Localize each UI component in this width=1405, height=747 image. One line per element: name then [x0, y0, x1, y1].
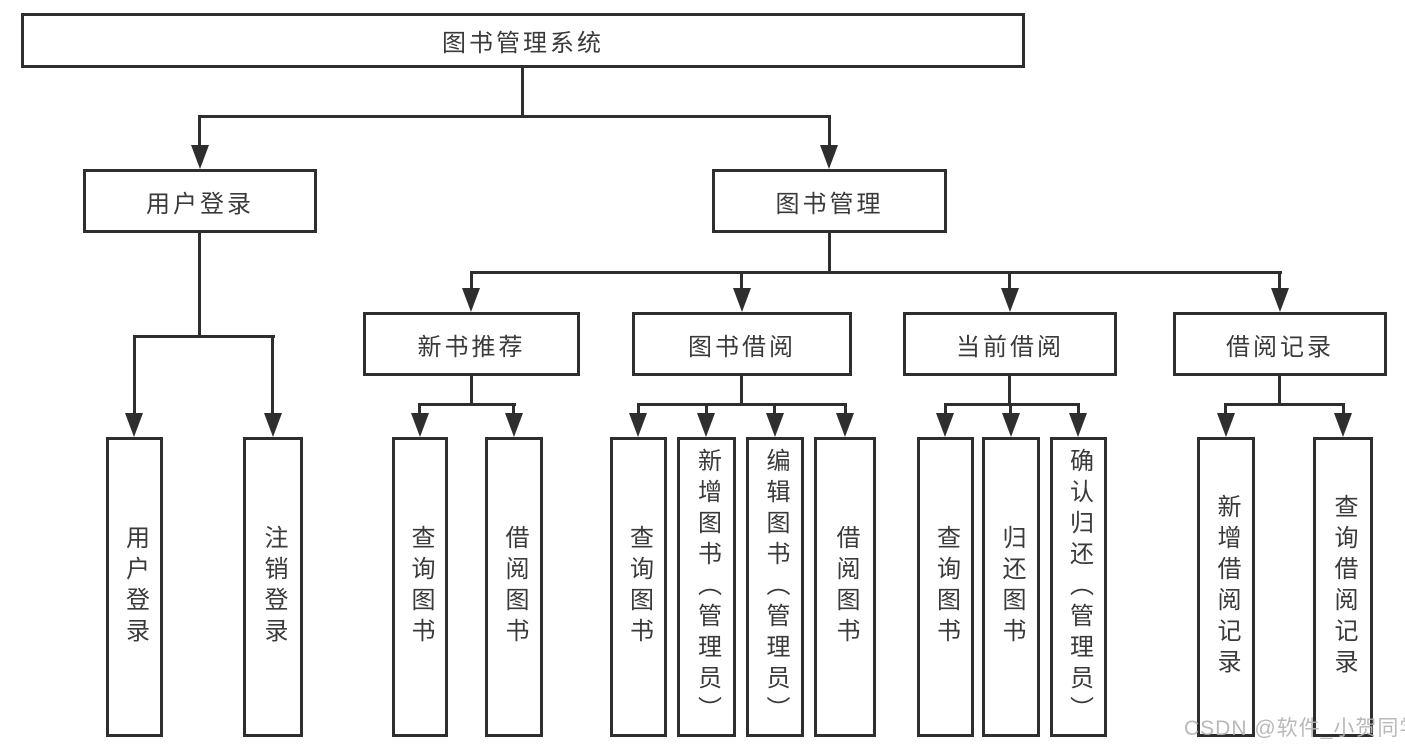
connector-rail	[1224, 403, 1345, 406]
connector-rail	[418, 403, 516, 406]
leaf-confirm-return-admin: 确认归还（管理员）	[1050, 437, 1107, 737]
leaf-add-book-admin: 新增图书（管理员）	[677, 437, 736, 737]
connector-drop-leaf	[512, 403, 515, 415]
arrow-down-icon	[733, 288, 751, 312]
node-library-management-system: 图书管理系统	[21, 13, 1025, 68]
arrow-down-icon	[411, 413, 429, 437]
connector-drop-leaf	[844, 403, 847, 415]
arrow-down-icon	[462, 288, 480, 312]
node-borrow-records: 借阅记录	[1173, 312, 1387, 376]
arrow-down-icon	[936, 413, 954, 437]
leaf-user-login: 用户登录	[106, 437, 163, 737]
leaf-query-books-borrow: 查询图书	[610, 437, 667, 737]
connector-drop-user-login	[198, 115, 201, 147]
connector-drop-borrow-records	[1278, 271, 1281, 291]
connector-drop-leaf	[133, 335, 136, 415]
leaf-query-books-recommend: 查询图书	[392, 437, 448, 737]
arrow-down-icon	[125, 413, 143, 437]
leaf-borrow-books: 借阅图书	[814, 437, 876, 737]
connector-drop-leaf	[1342, 403, 1345, 415]
arrow-down-icon	[191, 145, 209, 169]
arrow-down-icon	[264, 413, 282, 437]
arrow-down-icon	[1069, 413, 1087, 437]
node-new-book-recommend: 新书推荐	[363, 312, 580, 376]
arrow-down-icon	[1001, 288, 1019, 312]
connector-drop-leaf	[271, 335, 274, 415]
connector-stem	[470, 376, 473, 405]
connector-stem	[1008, 376, 1011, 405]
leaf-add-borrow-record: 新增借阅记录	[1197, 437, 1255, 737]
connector-rail	[637, 403, 847, 406]
connector-rail	[944, 403, 1080, 406]
leaf-query-borrow-record: 查询借阅记录	[1313, 437, 1373, 737]
csdn-watermark: CSDN @软件_小贺同学	[1184, 717, 1405, 740]
connector-level3-rail	[470, 271, 1282, 274]
connector-book-management-stem	[828, 233, 831, 274]
connector-drop-leaf	[705, 403, 708, 415]
leaf-return-book: 归还图书	[982, 437, 1040, 737]
connector-drop-leaf	[773, 403, 776, 415]
connector-drop-book-borrow	[740, 271, 743, 291]
leaf-borrow-books-recommend: 借阅图书	[485, 437, 543, 737]
node-book-management: 图书管理	[712, 169, 947, 233]
connector-drop-new-book	[470, 271, 473, 291]
node-current-borrow: 当前借阅	[903, 312, 1117, 376]
arrow-down-icon	[1002, 413, 1020, 437]
arrow-down-icon	[1334, 413, 1352, 437]
arrow-down-icon	[1217, 413, 1235, 437]
arrow-down-icon	[629, 413, 647, 437]
connector-user-login-rail	[133, 335, 275, 338]
arrow-down-icon	[697, 413, 715, 437]
arrow-down-icon	[505, 413, 523, 437]
connector-level2-rail	[198, 115, 831, 118]
node-book-borrow: 图书借阅	[632, 312, 852, 376]
connector-drop-current-borrow	[1008, 271, 1011, 291]
connector-drop-leaf	[1077, 403, 1080, 415]
connector-drop-leaf	[1224, 403, 1227, 415]
arrow-down-icon	[836, 413, 854, 437]
connector-root-stem	[521, 68, 524, 118]
leaf-query-books-current: 查询图书	[917, 437, 974, 737]
node-user-login: 用户登录	[83, 169, 317, 233]
connector-drop-leaf	[418, 403, 421, 415]
leaf-edit-book-admin: 编辑图书（管理员）	[746, 437, 804, 737]
connector-drop-book-management	[828, 115, 831, 147]
arrow-down-icon	[766, 413, 784, 437]
connector-drop-leaf	[1009, 403, 1012, 415]
connector-drop-leaf	[944, 403, 947, 415]
connector-drop-leaf	[637, 403, 640, 415]
connector-user-login-stem	[198, 233, 201, 338]
leaf-logout: 注销登录	[243, 437, 303, 737]
connector-stem	[740, 376, 743, 405]
connector-stem	[1278, 376, 1281, 405]
arrow-down-icon	[1271, 288, 1289, 312]
arrow-down-icon	[820, 145, 838, 169]
